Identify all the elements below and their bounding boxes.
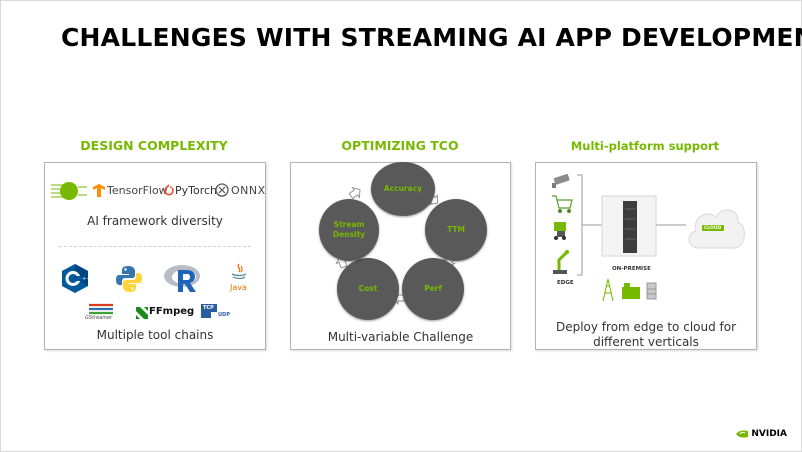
cpp-icon: ++ [62,264,90,298]
server-rack-icon [601,195,657,257]
battery-icon [646,282,657,300]
factory-icon [622,283,640,299]
tensorrt-icon [49,181,89,206]
ffmpeg-label: FFmpeg [149,306,195,317]
optimizing-tco-heading: OPTIMIZING TCO [341,138,459,153]
java-icon [228,263,250,288]
framework-caption: AI framework diversity [87,214,223,228]
robotic-arm-icon [553,250,569,274]
gstreamer-icon [87,302,115,323]
tensorflow-icon [93,184,105,202]
cost-node: Cost [337,258,399,320]
perf-node: Perf [402,258,464,320]
tools-caption: Multiple tool chains [96,328,214,342]
optimizing-tco-panel: Accuracy TTM Perf Cost Stream Density Mu… [290,162,511,350]
svg-text:++: ++ [82,276,88,282]
ffmpeg-icon [136,306,148,324]
multiplatform-caption: Deploy from edge to cloud for different … [555,320,737,349]
nvidia-wordmark: NVIDIA [751,429,787,439]
nvidia-eye-icon [736,430,749,438]
gstreamer-label: GStreamer [85,315,113,321]
slide-title: CHALLENGES WITH STREAMING AI APP DEVELOP… [61,23,802,52]
robot-icon [554,222,566,240]
multiplatform-heading: Multi-platform support [570,139,720,153]
udp-label: UDP [218,312,230,318]
cart-icon [552,195,573,214]
edge-label: EDGE [557,280,574,286]
deployment-diagram [552,173,745,302]
accuracy-node: Accuracy [371,162,435,216]
framework-logos: TensorFlow PyTorch ONNX [49,181,265,202]
panel-divider [59,246,251,247]
cloud-label: CLOUD [704,226,722,231]
pytorch-icon [164,184,174,202]
python-icon [115,265,143,298]
cell-tower-icon [602,278,614,302]
pytorch-label: PyTorch [175,184,218,197]
camera-icon [552,173,570,188]
arrow-icon [348,186,361,200]
onnx-label: ONNX [231,184,266,197]
java-label: Java [230,283,247,292]
on-premise-label: ON-PREMISE [612,266,651,272]
onnx-icon [215,183,229,202]
ttm-node: TTM [425,199,487,261]
design-complexity-heading: DESIGN COMPLEXITY [80,138,228,153]
multiplatform-panel: EDGE ON-PREMISE CLOUD Deploy from edge t… [535,162,757,350]
r-icon [163,263,203,298]
tcp-label: TCP [203,305,214,311]
stream-density-node: Stream Density [319,199,379,261]
tcp-udp-icon [201,304,217,323]
nvidia-logo: NVIDIA [736,429,787,439]
cloud-icon [688,209,745,249]
design-complexity-panel: TensorFlow PyTorch ONNX AI framework div… [44,162,266,350]
tco-caption: Multi-variable Challenge [327,330,474,344]
tensorflow-label: TensorFlow [107,184,168,197]
